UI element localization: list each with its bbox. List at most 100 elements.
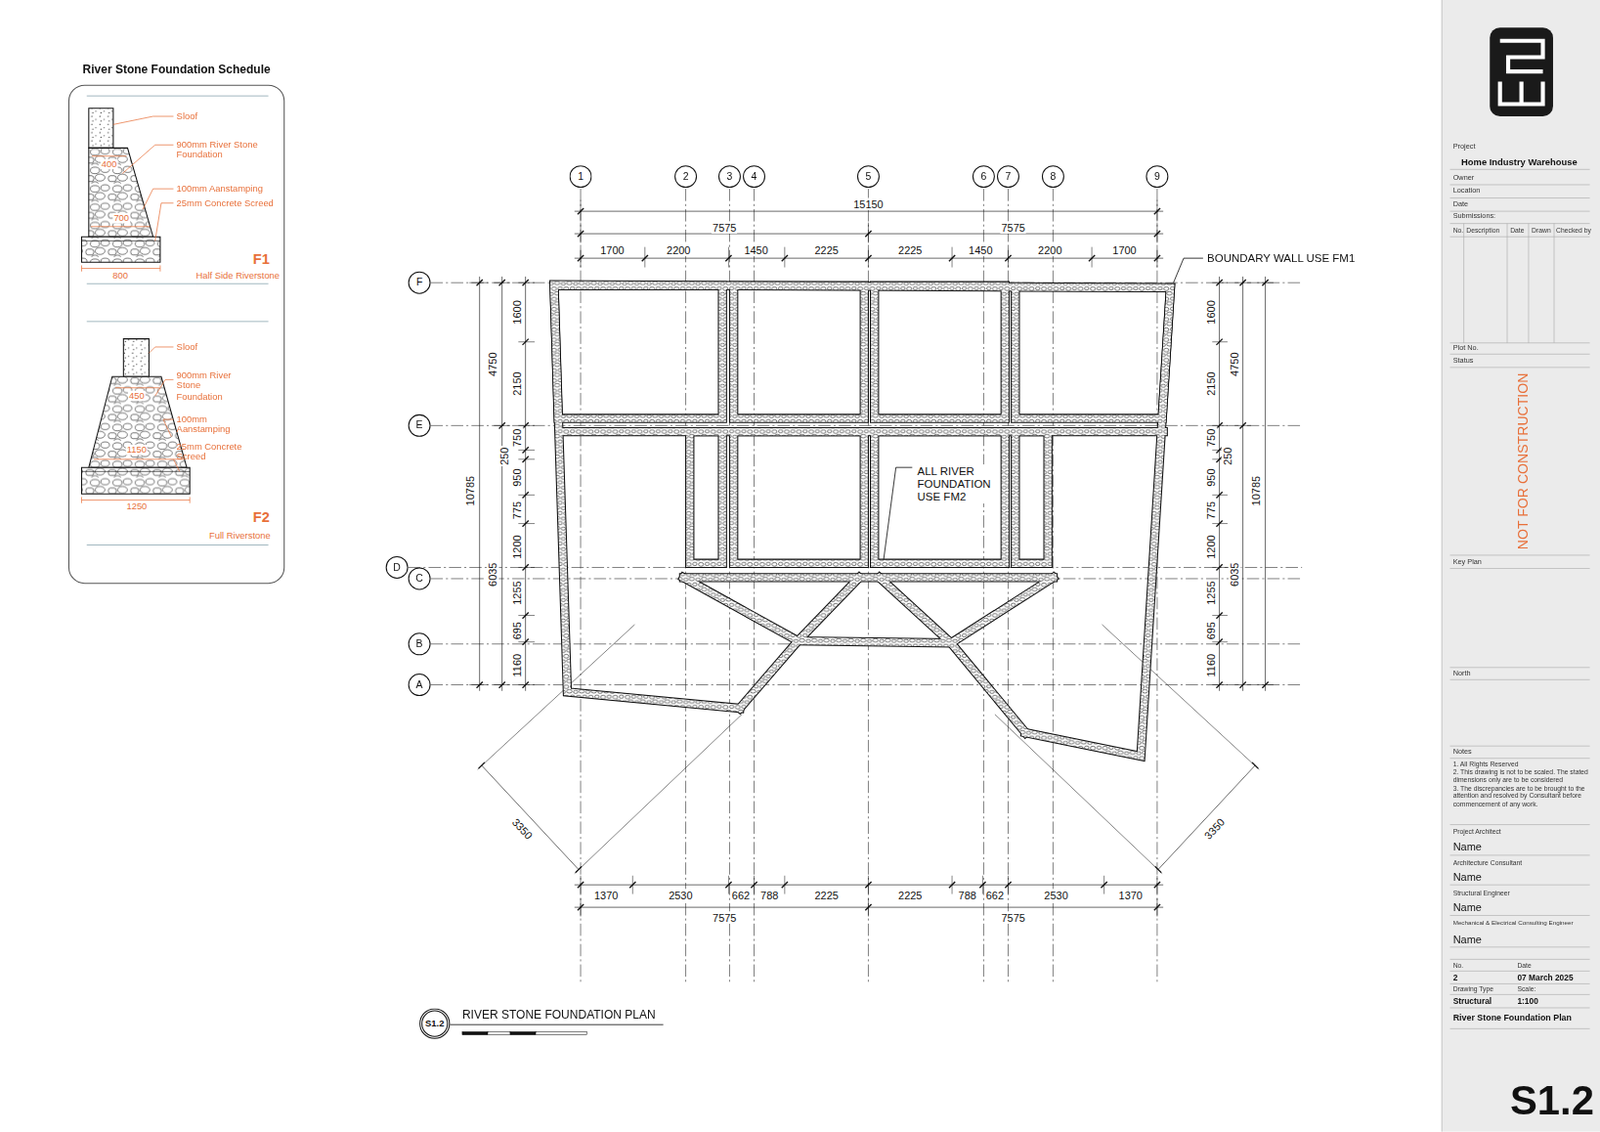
extension-line: [1211, 522, 1228, 524]
grid-label: C: [415, 573, 424, 584]
grid-bubble: 2: [674, 165, 697, 188]
extension-line: [1234, 425, 1252, 427]
sloof-section: [123, 339, 149, 378]
dimension-text: 1160: [1205, 652, 1218, 679]
extension-line: [1007, 247, 1009, 268]
separator-line: [86, 544, 269, 546]
title-block-text: Notes: [1453, 747, 1472, 756]
title-block-rule: [1450, 554, 1591, 556]
dimension-text: 1370: [593, 888, 619, 902]
panel-edge: [1441, 0, 1443, 1132]
dimension-text: 950: [511, 467, 524, 487]
dimension-text: 10785: [1250, 475, 1263, 508]
grid-line: [1052, 188, 1054, 982]
grid-bubble: A: [408, 673, 432, 696]
extension-line: [518, 458, 535, 460]
dimension-text: 250: [1221, 445, 1235, 466]
title-block-text: Key Plan: [1453, 558, 1482, 566]
grid-bubble: 3: [718, 165, 741, 188]
dimension-text: 6035: [1228, 562, 1242, 588]
dimension-line: [91, 155, 127, 157]
dimension-line: [115, 387, 160, 389]
grid-bubble: E: [408, 414, 432, 437]
title-block-text: Name: [1453, 932, 1482, 946]
schedule-dimension: 1250: [125, 500, 148, 512]
title-block-rule: [1450, 757, 1591, 759]
title-block-rule: [1450, 353, 1591, 355]
extension-line: [580, 875, 582, 895]
foundation-wall: [879, 577, 1026, 734]
grid-bubble: B: [408, 632, 432, 655]
scale-bar: [510, 1031, 536, 1035]
extension-line: [518, 641, 535, 643]
title-block-rule: [1450, 994, 1591, 995]
extension-line: [493, 684, 511, 686]
title-block-text: Checked by: [1556, 226, 1592, 235]
title-block-text: Project: [1453, 142, 1476, 151]
leader-line: [1173, 258, 1204, 283]
title-block-text: Date: [1510, 226, 1524, 235]
extension-line: [1211, 494, 1228, 496]
extension-line: [1156, 200, 1158, 221]
extension-line: [1156, 247, 1158, 268]
dimension-text: 695: [511, 620, 524, 641]
foundation-wall: [874, 285, 1006, 419]
dimension-text: 750: [1205, 428, 1218, 448]
grid-line: [1156, 188, 1158, 982]
title-block-rule: [1450, 823, 1591, 825]
dimension-text: 750: [511, 428, 524, 448]
schedule-title: River Stone Foundation Schedule: [83, 63, 271, 77]
grid-line: [431, 684, 1303, 686]
title-block-text: Name: [1453, 901, 1482, 914]
grid-label: 8: [1050, 171, 1057, 181]
extension-line: [982, 875, 984, 895]
extension-line: [518, 566, 535, 568]
schedule-dimension: F2: [252, 509, 271, 526]
extension-line: [1256, 282, 1274, 284]
dimension-text: 1200: [511, 533, 524, 560]
dimension-text: 2225: [813, 888, 839, 902]
extension-line: [1234, 282, 1252, 284]
dimension-text: 1450: [967, 243, 994, 257]
foundation-wall: [683, 572, 1053, 582]
title-block-rule: [1450, 236, 1591, 238]
foundation-wall: [874, 285, 1006, 419]
logo-mark: [1519, 82, 1524, 105]
extension-line: [1103, 875, 1105, 895]
foundation-wall: [1015, 432, 1048, 564]
sloof-section: [88, 108, 114, 149]
leader-line: [883, 467, 912, 560]
dimension-text: 775: [511, 500, 524, 520]
extension-line: [580, 200, 582, 221]
title-block-text: 07 March 2025: [1516, 972, 1573, 983]
foundation-wall: [554, 285, 723, 419]
extension-line: [1007, 875, 1009, 895]
callout-note: BOUNDARY WALL USE FM1: [1207, 252, 1355, 265]
title-block-text: Location: [1453, 186, 1481, 195]
foundation-wall: [874, 432, 1006, 564]
dimension-text: 662: [985, 888, 1005, 902]
extension-line: [951, 875, 953, 895]
foundation-wall: [683, 573, 1053, 581]
dimension-text: 7575: [711, 910, 737, 924]
grid-line: [685, 188, 687, 982]
extension-line: [783, 875, 785, 895]
dimension-text: 950: [1205, 467, 1218, 487]
title-block-rule: [1450, 197, 1591, 199]
extension-line: [493, 425, 511, 427]
note-text: 2. This drawing is not to be scaled. The…: [1453, 768, 1592, 784]
extension-line: [1211, 282, 1228, 284]
grid-line: [580, 188, 582, 982]
dimension-text: 2225: [897, 888, 923, 902]
extension-line: [580, 222, 582, 244]
title-block-rule: [1450, 342, 1591, 344]
title-block-rule: [1450, 970, 1591, 972]
logo-mark: [1500, 41, 1544, 72]
dimension-text: 2200: [1037, 243, 1063, 257]
foundation-wall: [690, 432, 723, 564]
extension-line: [867, 247, 869, 268]
grid-bubble: F: [408, 271, 432, 295]
title-block-text: Status: [1453, 355, 1474, 364]
separator-line: [86, 283, 269, 285]
extension-line: [1211, 614, 1228, 616]
